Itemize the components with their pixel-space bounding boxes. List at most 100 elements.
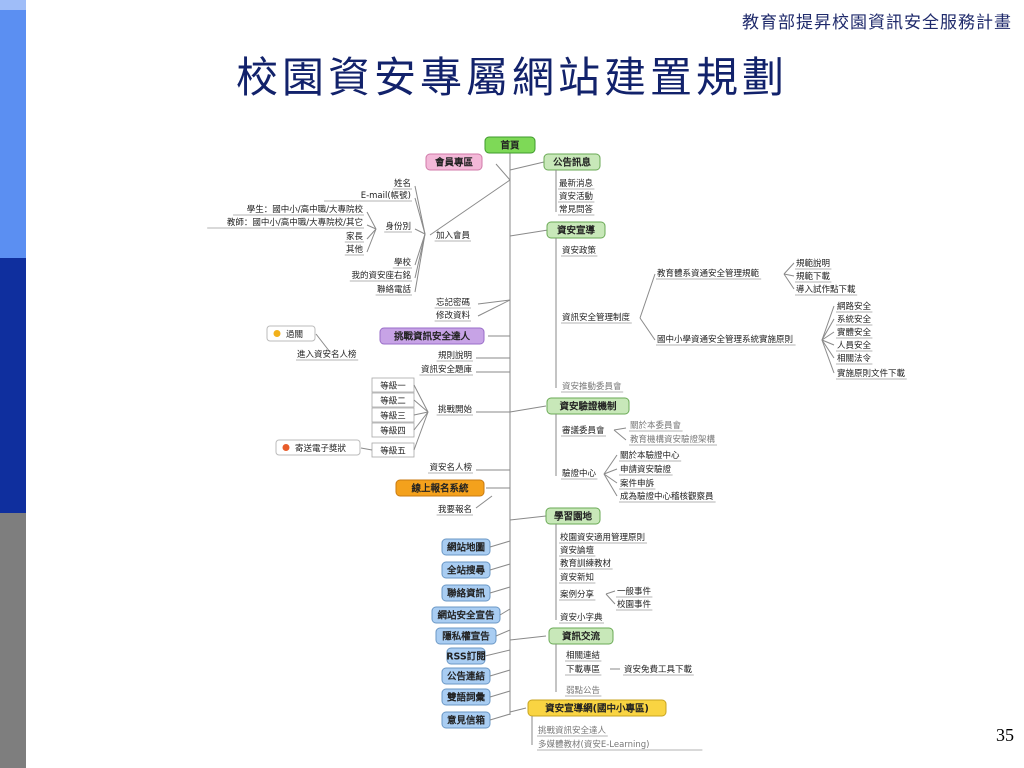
committee-item: 資安推動委員會 <box>562 381 622 392</box>
learning-item: 資安小字典 <box>560 612 603 623</box>
notice-item: 最新消息 <box>559 178 594 189</box>
connector-line <box>495 629 511 637</box>
connector-line <box>429 179 511 236</box>
connector-line <box>783 273 795 277</box>
utility-node-label: 雙語詞彙 <box>447 692 486 704</box>
pass-label: 過關 <box>286 329 303 340</box>
sidebar-stripe-dark-blue <box>0 258 26 513</box>
connector-line <box>489 713 511 721</box>
utility-node-label: 公告連結 <box>447 671 486 683</box>
promotion-node <box>546 221 606 239</box>
level-label: 等級五 <box>380 446 406 457</box>
learning-item: 案例分享 <box>560 589 595 600</box>
connector-line <box>315 333 331 353</box>
connector-line <box>366 211 377 230</box>
connector-line <box>477 299 511 305</box>
connector-line <box>489 586 511 594</box>
learning-node <box>545 507 601 525</box>
review-committee-sub: 教育機構資安驗證架構 <box>630 434 716 445</box>
hall-of-fame-link: 進入資安名人榜 <box>297 349 357 360</box>
join-item: 身份別 <box>385 221 411 232</box>
cert-center-item: 驗證中心 <box>562 468 597 479</box>
exchange-item: 相關連結 <box>566 650 601 661</box>
connector-line <box>509 405 547 413</box>
connector-line <box>475 495 493 509</box>
connector-line <box>414 185 426 235</box>
connector-line <box>366 228 377 253</box>
email-icon <box>282 444 290 451</box>
home-node <box>484 136 536 154</box>
join-item: 學校 <box>394 257 412 268</box>
connector-line <box>366 228 377 240</box>
connector-line <box>821 339 835 359</box>
identity-item: 家長 <box>346 231 364 242</box>
connector-line <box>509 229 549 237</box>
connector-line <box>489 690 511 698</box>
utility-node-label: 全站搜尋 <box>446 565 486 577</box>
level-label: 等級四 <box>380 426 406 437</box>
connector-line <box>783 273 795 290</box>
identity-item: 其他 <box>346 244 364 255</box>
challenge-item: 資訊安全題庫 <box>421 364 473 375</box>
utility-node-label: 網站地圖 <box>447 542 485 554</box>
edit-profile: 修改資料 <box>436 310 471 321</box>
connector-line <box>414 233 426 293</box>
slide-title: 校園資安專屬網站建置規劃 <box>235 53 788 102</box>
learning-node-label: 學習園地 <box>554 511 593 523</box>
connector-line <box>783 262 795 275</box>
signup-system-node <box>395 479 485 497</box>
ecard-label: 寄送電子獎狀 <box>295 443 347 454</box>
promotion-node-label: 資安宣導 <box>557 225 596 237</box>
cert-center-sub: 成為驗證中心稽核觀察員 <box>620 491 714 502</box>
organization-header: 教育部提昇校園資訊安全服務計畫 <box>742 13 1012 33</box>
connector-line <box>821 331 835 341</box>
utility-node-label: 網站安全宣告 <box>437 610 495 622</box>
policy-item: 資安政策 <box>562 245 597 256</box>
cert-center-sub: 案件申訴 <box>620 478 655 489</box>
connector-line <box>509 635 547 641</box>
kids-item: 多媒體教材(資安E-Learning) <box>538 739 649 750</box>
connector-line <box>366 224 377 230</box>
learning-item: 校園資安適用管理原則 <box>560 532 645 543</box>
school-mgmt-sub: 系統安全 <box>837 314 872 325</box>
connector-line <box>477 299 511 317</box>
sidebar-stripe-gray <box>0 513 26 768</box>
case-item: 一般事件 <box>617 586 652 597</box>
challenge-item: 挑戰開始 <box>438 404 473 415</box>
join-item: 姓名 <box>394 178 411 189</box>
learning-item: 資安新知 <box>560 572 594 583</box>
gift-icon <box>273 330 281 337</box>
connector-line <box>489 563 511 571</box>
connector-line <box>509 161 545 171</box>
join-item: 我的資安座右銘 <box>351 270 411 281</box>
challenge-item: 規則說明 <box>438 350 472 361</box>
certification-node-label: 資安驗證機制 <box>559 401 617 413</box>
connector-line <box>360 447 373 451</box>
ecard-badge <box>275 439 361 456</box>
page-number: 35 <box>996 725 1014 745</box>
school-mgmt-sub: 網路安全 <box>837 301 872 312</box>
connector-line <box>489 669 511 677</box>
connector-line <box>413 411 429 431</box>
connector-line <box>509 515 547 521</box>
pass-badge <box>266 325 316 342</box>
free-tools-item: 資安免費工具下載 <box>624 664 693 675</box>
utility-node-label: 隱私權宣告 <box>442 631 490 643</box>
connector-line <box>603 468 618 475</box>
level-label: 等級一 <box>380 381 406 392</box>
exchange-node-label: 資訊交流 <box>562 631 601 643</box>
connector-line <box>603 473 618 497</box>
connector-line <box>509 707 527 713</box>
case-item: 校園事件 <box>617 599 652 610</box>
learning-item: 資安論壇 <box>560 545 595 556</box>
school-mgmt-sub: 相關法令 <box>837 353 872 364</box>
challenge-node <box>379 327 485 345</box>
sidebar-stripe-pale <box>0 0 26 10</box>
notice-node-label: 公告訊息 <box>553 157 592 169</box>
level-label: 等級三 <box>380 411 406 422</box>
signup-item: 我要報名 <box>438 504 472 515</box>
connector-line <box>605 593 616 605</box>
school-mgmt-sub: 實體安全 <box>837 327 872 338</box>
school-mgmt-sub: 人員安全 <box>837 340 872 351</box>
